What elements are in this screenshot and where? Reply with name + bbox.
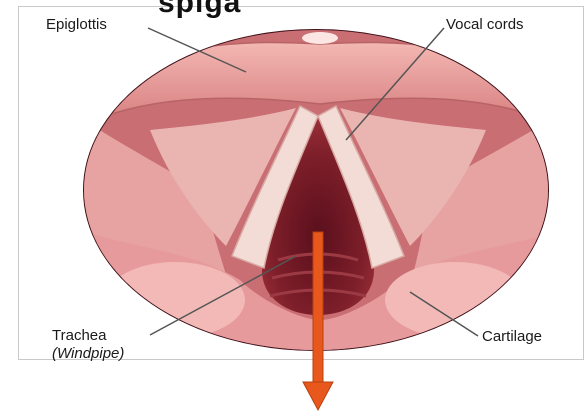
cartilage-label: Cartilage (482, 328, 542, 346)
right-cartilage-highlight (385, 262, 525, 338)
windpipe-label: (Windpipe) (52, 345, 124, 363)
vocal-cords-label: Vocal cords (446, 16, 524, 34)
epiglottis-tip (302, 32, 338, 44)
left-cartilage-highlight (105, 262, 245, 338)
airflow-arrow-head (303, 382, 333, 410)
airflow-arrow-shaft (313, 232, 323, 382)
epiglottis-label: Epiglottis (46, 16, 107, 34)
trachea-label: Trachea (52, 327, 106, 345)
